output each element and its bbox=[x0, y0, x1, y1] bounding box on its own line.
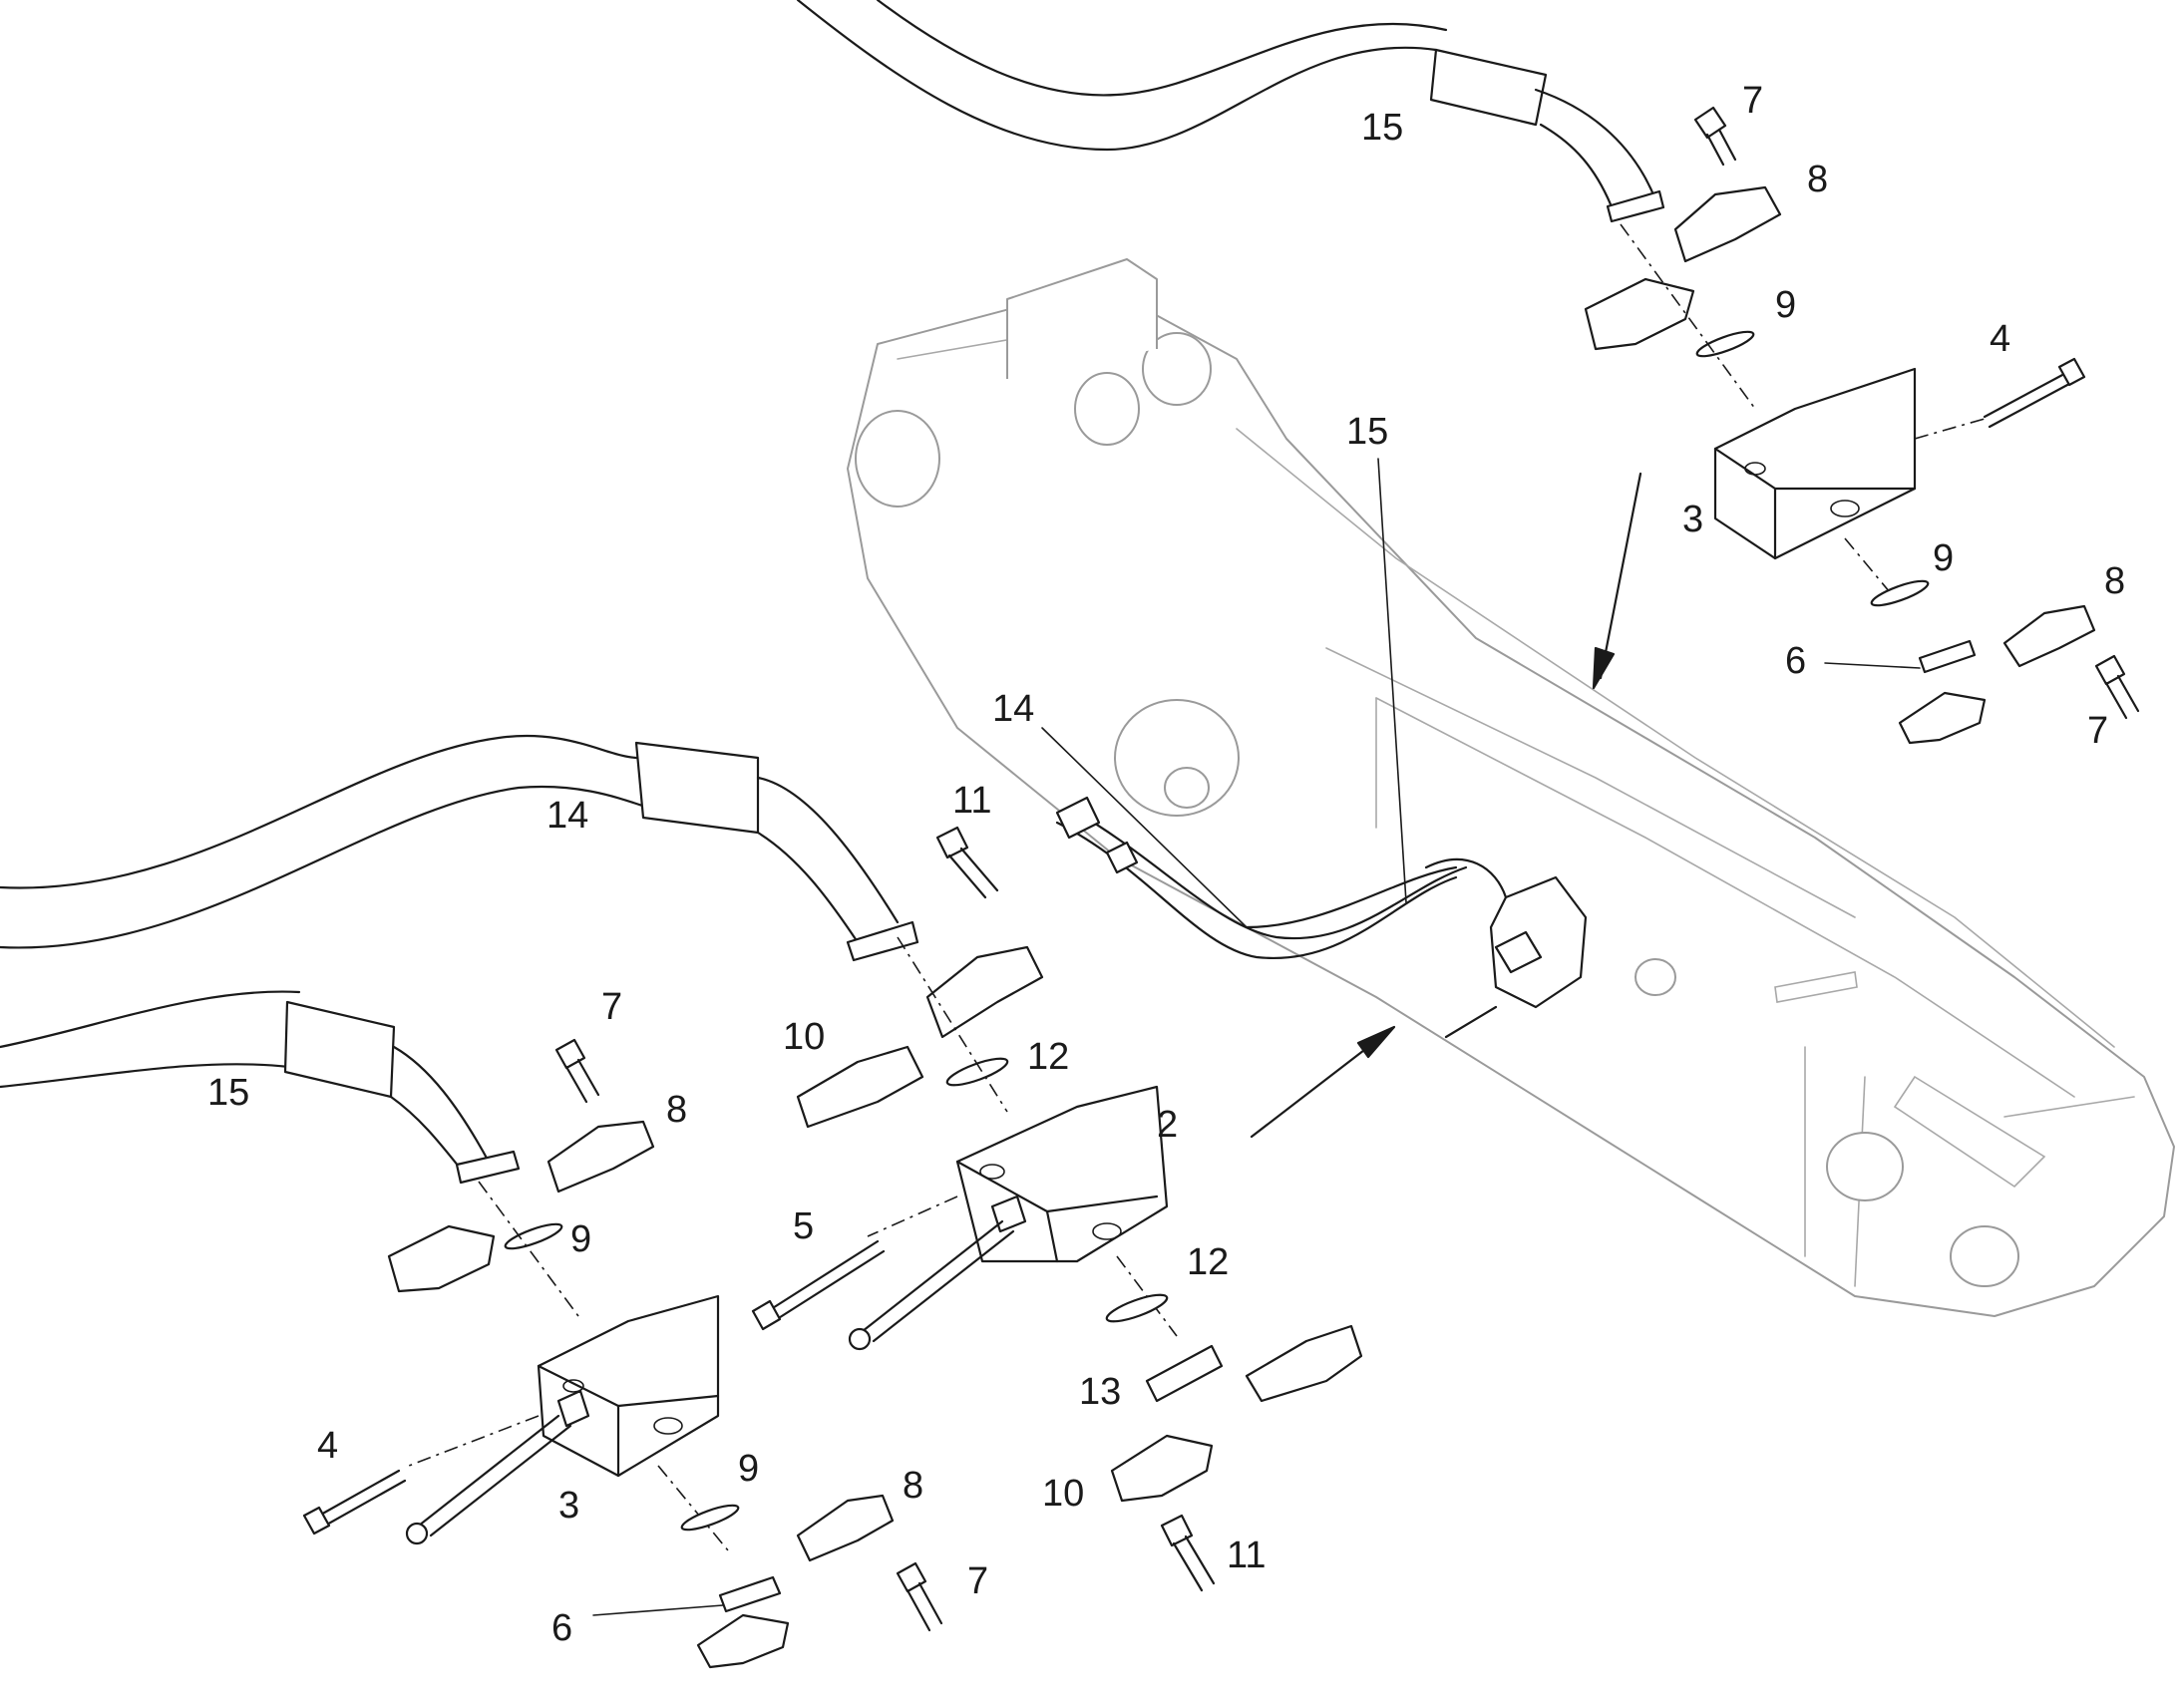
bolt-5-center bbox=[751, 1239, 886, 1331]
label-15-lower-left: 15 bbox=[207, 1072, 249, 1114]
hose-15-lower-left bbox=[0, 990, 521, 1185]
leader-15-boom bbox=[1377, 458, 1407, 903]
label-15-upper: 15 bbox=[1361, 107, 1403, 149]
o-ring-9-lower-left bbox=[680, 1504, 740, 1532]
label-12-lower: 12 bbox=[1187, 1241, 1229, 1283]
flange-half-upper-right-2 bbox=[1584, 277, 1695, 351]
flange-half-10-lower-center bbox=[1110, 1434, 1214, 1503]
label-14-lower: 14 bbox=[546, 795, 588, 837]
flange-half-8-lower-left-upper bbox=[546, 1120, 655, 1194]
o-ring-12-upper bbox=[945, 1057, 1009, 1087]
bolt-7-lower-left bbox=[896, 1561, 943, 1632]
flange-half-lower-center bbox=[1245, 1324, 1363, 1403]
flange-half-8-upper-right bbox=[1673, 185, 1782, 263]
label-8-lower-left: 8 bbox=[903, 1465, 923, 1507]
bolt-7-upper-right bbox=[1693, 106, 1737, 167]
flange-half-upper-right-lower-2 bbox=[1898, 691, 1987, 745]
label-2: 2 bbox=[1157, 1104, 1178, 1146]
flange-13-center bbox=[1145, 1344, 1224, 1403]
flange-half-8-upper-right-lower bbox=[2002, 604, 2096, 668]
label-15-boom: 15 bbox=[1346, 411, 1388, 453]
label-9-upper-lower: 9 bbox=[1933, 537, 1954, 579]
label-8-upper: 8 bbox=[1807, 159, 1828, 200]
label-10-lower: 10 bbox=[1042, 1473, 1084, 1515]
bolt-7-lower-left-upper bbox=[554, 1038, 600, 1104]
label-7-lower-left-upper: 7 bbox=[601, 986, 622, 1028]
hoses-on-boom bbox=[1055, 796, 1588, 1039]
label-9-lower-left: 9 bbox=[738, 1448, 759, 1490]
label-4-lower-left: 4 bbox=[317, 1425, 338, 1467]
flange-half-lower-left-2 bbox=[696, 1613, 790, 1669]
seal-6-upper-right bbox=[1918, 639, 1977, 674]
o-ring-9-upper-right bbox=[1695, 330, 1755, 358]
seal-6-lower-left bbox=[718, 1575, 782, 1613]
label-6-lower-left: 6 bbox=[551, 1607, 572, 1649]
label-8-upper-lower: 8 bbox=[2104, 560, 2125, 602]
label-6-upper: 6 bbox=[1785, 640, 1806, 682]
label-13: 13 bbox=[1079, 1371, 1121, 1413]
arrow-lower bbox=[1250, 1025, 1396, 1139]
flange-half-10-upper-center bbox=[796, 1045, 924, 1129]
label-11-upper: 11 bbox=[952, 780, 991, 822]
label-11-lower: 11 bbox=[1227, 1535, 1266, 1576]
valve-block-2-center bbox=[848, 1085, 1169, 1351]
valve-block-3-upper-right bbox=[1713, 367, 1917, 560]
hose-14-lower bbox=[0, 734, 919, 962]
bolt-11-lower-center bbox=[1160, 1514, 1216, 1592]
bolt-4-lower-left bbox=[302, 1469, 407, 1536]
label-7-upper-lower: 7 bbox=[2087, 710, 2108, 752]
label-4-upper: 4 bbox=[1990, 318, 2010, 360]
valve-block-3-lower-left bbox=[405, 1294, 720, 1545]
label-14-boom: 14 bbox=[992, 688, 1034, 730]
label-3-lower-left: 3 bbox=[558, 1485, 579, 1527]
o-ring-9-upper-right-lower bbox=[1870, 579, 1930, 607]
leader-6-upper-right bbox=[1824, 662, 1921, 669]
label-12-upper: 12 bbox=[1027, 1036, 1069, 1078]
label-3-upper: 3 bbox=[1682, 499, 1703, 540]
hose-15-upper bbox=[796, 0, 1665, 223]
o-ring-9-lower-left-upper bbox=[504, 1222, 563, 1250]
flange-half-upper-center bbox=[925, 945, 1044, 1039]
label-7-lower-left: 7 bbox=[967, 1560, 988, 1602]
part-labels: 15 7 8 9 4 3 15 9 8 6 7 14 14 11 10 12 2… bbox=[207, 80, 2125, 1649]
bolt-7-upper-right-lower bbox=[2094, 654, 2140, 720]
label-10-upper: 10 bbox=[783, 1016, 825, 1058]
leader-14-boom bbox=[1041, 727, 1248, 928]
label-9-lower-left-upper: 9 bbox=[570, 1218, 591, 1260]
label-7-upper: 7 bbox=[1742, 80, 1763, 122]
label-8-lower-left-upper: 8 bbox=[666, 1089, 687, 1131]
bolt-11-upper-center bbox=[935, 826, 999, 899]
flange-half-lower-left-upper-2 bbox=[387, 1224, 496, 1293]
leader-6-lower-left bbox=[592, 1604, 724, 1616]
arrow-upper bbox=[1592, 472, 1642, 690]
label-5: 5 bbox=[793, 1205, 814, 1247]
o-ring-12-lower bbox=[1105, 1293, 1169, 1323]
label-9-upper: 9 bbox=[1775, 284, 1796, 326]
bolt-4-upper-right bbox=[1983, 357, 2086, 429]
flange-half-8-lower-left bbox=[796, 1494, 895, 1562]
boom-arm bbox=[847, 258, 2175, 1317]
